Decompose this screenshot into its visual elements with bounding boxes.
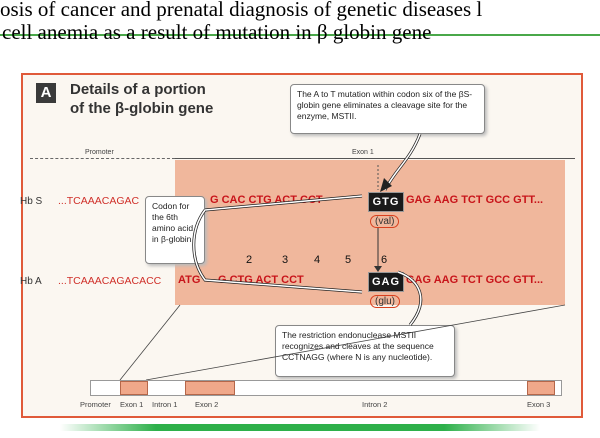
hba-start-codon: ATG <box>178 274 201 286</box>
gene-map-exon1-label: Exon 1 <box>120 400 144 409</box>
panel-title-line-1: Details of a portion <box>70 81 206 98</box>
gene-map-exon3-label: Exon 3 <box>527 400 551 409</box>
gene-map-intron2-label: Intron 2 <box>362 400 388 409</box>
restriction-enzyme-callout: The restriction endonuclease MSTII recog… <box>275 325 455 377</box>
exon-track-line <box>175 158 575 159</box>
gene-map-bar <box>90 380 562 396</box>
enzyme-arrow-highlight <box>397 271 422 326</box>
gene-map-exon2 <box>185 381 235 395</box>
slide-title-line-2: cell anemia as a result of mutation in β… <box>2 20 432 44</box>
gene-map-intron1-label: Intron 1 <box>152 400 178 409</box>
codon-number: 2 <box>246 254 253 266</box>
promoter-track-line <box>30 158 175 159</box>
hbs-upstream-sequence: ...TCAAACAGAC <box>58 195 140 207</box>
zoom-line-left <box>119 304 181 381</box>
exon1-region-label: Exon 1 <box>352 149 374 156</box>
mutation-callout: The A to T mutation within codon six of … <box>290 84 485 134</box>
gene-map-exon3 <box>527 381 555 395</box>
panel-letter-badge: A <box>36 83 56 103</box>
enzyme-arrow <box>397 270 423 326</box>
codon-callout-arrow-lower-highlight <box>193 209 363 293</box>
promoter-region-label: Promoter <box>85 149 114 156</box>
hba-downstream-sequence: GAG AAG TCT GCC GTT... <box>406 274 544 286</box>
codon-number: 5 <box>345 254 352 266</box>
panel-title: Details of a portion of the β-globin gen… <box>70 80 270 118</box>
codon-number: 3 <box>282 254 289 266</box>
slide-footer-bar <box>60 424 540 431</box>
gene-map-exon2-label: Exon 2 <box>195 400 219 409</box>
hbs-amino-acid: (val) <box>370 215 400 228</box>
hba-codon-6: GAG <box>368 272 404 292</box>
hba-label: Hb A <box>20 276 42 287</box>
codon-connector-arrowhead <box>374 266 382 272</box>
zoom-line-right <box>145 304 566 381</box>
mutation-arrowhead <box>380 178 392 192</box>
hba-upstream-sequence: ...TCAAACAGACACC <box>58 275 162 287</box>
codon-callout-arrow-upper-highlight <box>204 195 363 211</box>
slide-title-line-1: osis of cancer and prenatal diagnosis of… <box>0 0 483 21</box>
codon-number: 4 <box>314 254 321 266</box>
hba-amino-acid: (glu) <box>370 295 401 308</box>
hbs-label: Hb S <box>20 196 43 207</box>
panel-title-line-2: of the β-globin gene <box>70 100 214 117</box>
gene-map-exon1 <box>120 381 148 395</box>
hbs-downstream-sequence: GAG AAG TCT GCC GTT... <box>406 194 544 206</box>
codon-number: 6 <box>381 254 388 266</box>
gene-map-promoter-label: Promoter <box>80 400 111 409</box>
title-underline <box>0 34 600 36</box>
hbs-codon-6: GTG <box>368 192 404 212</box>
codon-callout-arrow-lower <box>192 209 363 294</box>
